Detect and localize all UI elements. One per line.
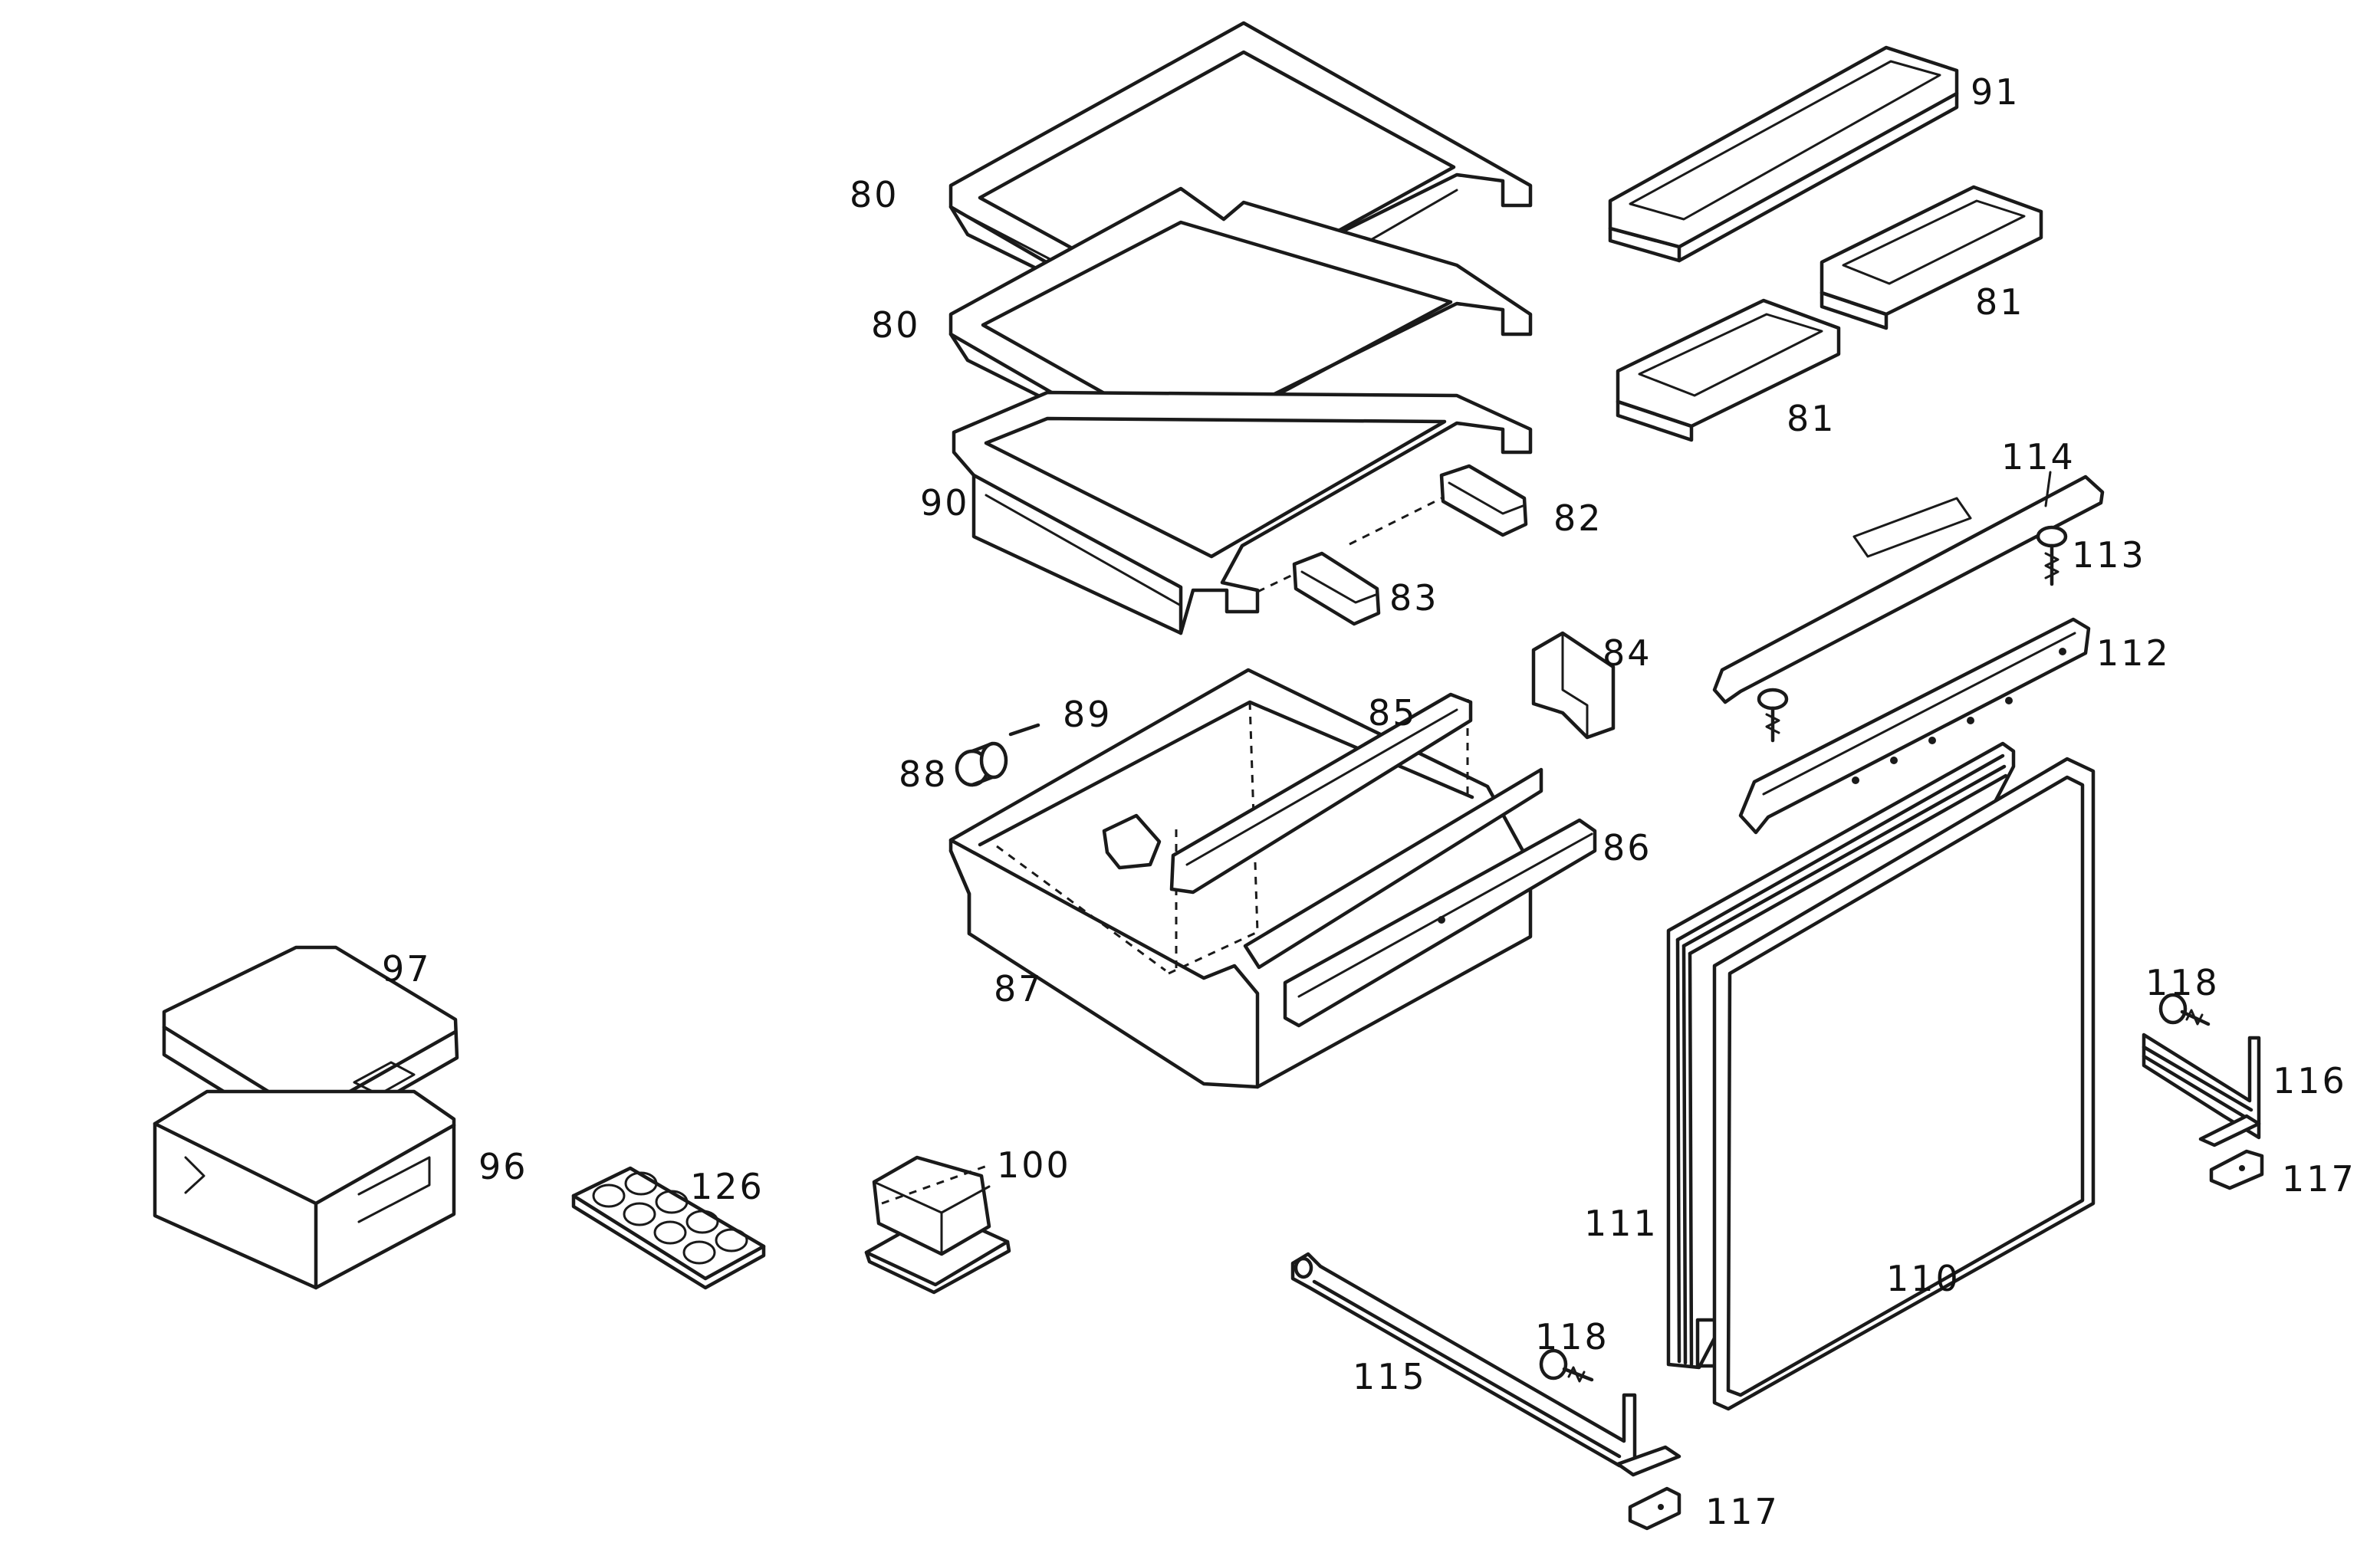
door-tray-icon <box>1820 185 2043 330</box>
part-label-89: 89 <box>1063 694 1113 735</box>
screw-icon <box>1757 688 1789 743</box>
door-tray-long-icon <box>1608 45 1959 263</box>
part-label-96: 96 <box>478 1146 528 1187</box>
part-label-111: 111 <box>1584 1203 1658 1244</box>
egg-tray-icon <box>571 1166 766 1290</box>
part-label-113: 113 <box>2072 534 2146 576</box>
part-label-97: 97 <box>382 948 432 990</box>
part-label-115: 115 <box>1353 1356 1427 1397</box>
part-label-82: 82 <box>1553 497 1603 539</box>
part-label-117: 117 <box>1705 1491 1780 1532</box>
hinge-cover-icon <box>1712 471 2105 704</box>
hinge-plate-icon <box>2209 1149 2264 1190</box>
support-clip-icon <box>1292 551 1381 626</box>
part-label-118: 118 <box>1535 1316 1609 1358</box>
drawer-front-strip-icon <box>1243 767 1597 1028</box>
part-label-86: 86 <box>1603 827 1652 868</box>
roller-icon <box>955 741 1008 787</box>
part-label-116: 116 <box>2273 1060 2347 1101</box>
part-label-87: 87 <box>994 968 1044 1010</box>
door-tray-icon <box>1616 298 1841 442</box>
part-label-81: 81 <box>1787 398 1836 439</box>
part-labels: 80 80 90 91 81 81 114 113 112 82 83 84 8… <box>382 71 2356 1532</box>
door-rail-icon <box>1738 617 2091 835</box>
part-label-100: 100 <box>997 1144 1071 1186</box>
part-label-81: 81 <box>1975 281 2025 323</box>
storage-box-icon <box>153 1089 456 1290</box>
part-label-80: 80 <box>850 174 899 215</box>
shelf-with-tray-icon <box>952 390 1533 635</box>
part-label-112: 112 <box>2096 632 2171 674</box>
butter-dish-icon <box>864 1155 1011 1295</box>
part-label-80: 80 <box>871 304 921 346</box>
drawer-divider-icon <box>1169 692 1473 895</box>
hinge-plate-icon <box>1628 1486 1681 1531</box>
part-label-91: 91 <box>1971 71 2020 113</box>
part-label-90: 90 <box>920 482 970 524</box>
hinge-bracket-icon <box>2142 1032 2261 1147</box>
screw-icon <box>2036 525 2068 586</box>
screw-icon <box>2158 993 2211 1026</box>
part-label-114: 114 <box>2001 436 2076 478</box>
part-label-85: 85 <box>1368 692 1418 734</box>
part-label-117: 117 <box>2282 1158 2356 1200</box>
bottom-rail-icon <box>1290 1252 1681 1477</box>
bracket-icon <box>1531 631 1616 740</box>
pin-icon <box>1008 723 1040 737</box>
part-label-126: 126 <box>690 1166 764 1207</box>
door-panel-icon <box>1712 757 2096 1411</box>
screw-icon <box>1539 1348 1594 1383</box>
part-label-83: 83 <box>1389 577 1439 619</box>
part-label-88: 88 <box>899 753 948 795</box>
part-label-110: 110 <box>1886 1258 1961 1299</box>
support-clip-icon <box>1439 464 1528 537</box>
part-label-118: 118 <box>2145 962 2220 1003</box>
part-label-84: 84 <box>1603 632 1652 674</box>
